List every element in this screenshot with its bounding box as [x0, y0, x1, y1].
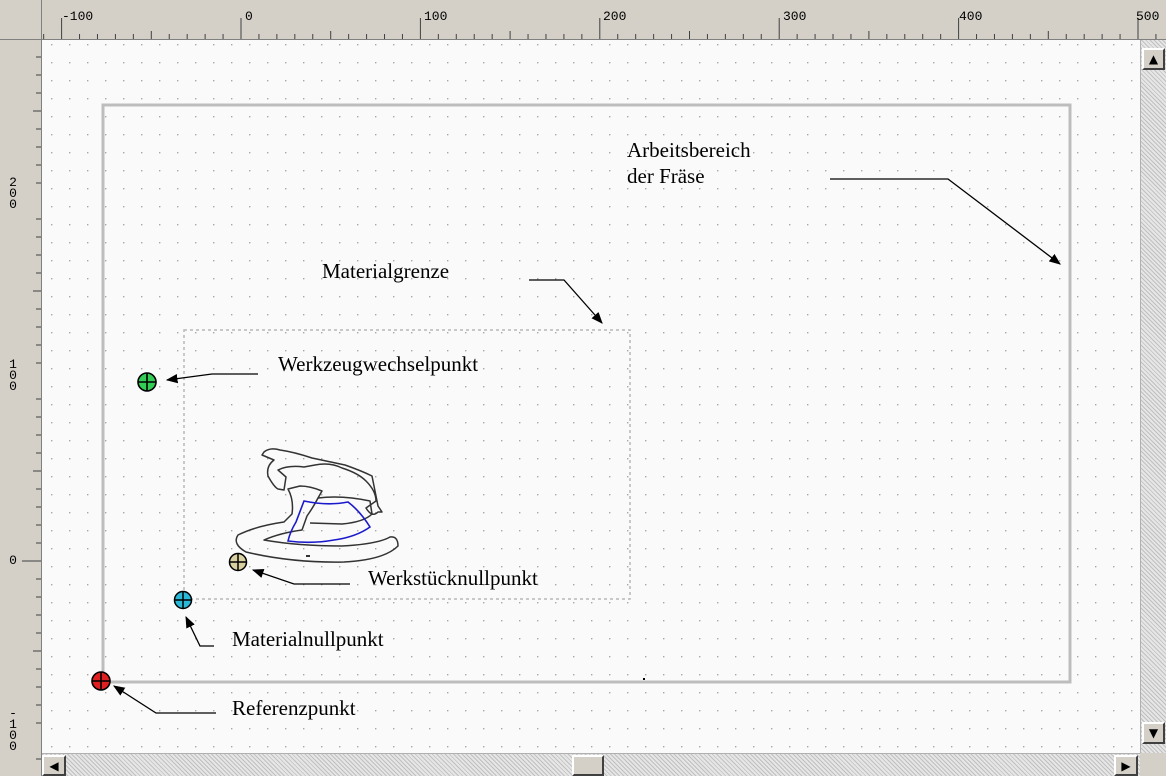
ruler-y-label-0: 0: [9, 553, 17, 568]
workspace-boundary: [101, 103, 1072, 684]
label-werkstuecknullpunkt: Werkstücknullpunkt: [368, 566, 538, 590]
ruler-x-label-500: 500: [1136, 9, 1160, 24]
grid-dots: [42, 40, 1140, 753]
scroll-right-button[interactable]: ▶: [1114, 755, 1138, 776]
horizontal-ruler-ticks: [43, 18, 1157, 39]
vertical-ruler-ticks: [22, 56, 41, 760]
materialnullpunkt-marker[interactable]: [173, 590, 193, 610]
arrow-referenzpunkt: [113, 685, 216, 714]
material-boundary: [183, 329, 631, 600]
ruler-x-label-300: 300: [783, 9, 807, 24]
arrow-down-icon: ▼: [1148, 726, 1159, 740]
arrow-materialnullpunkt: [185, 615, 214, 647]
horizontal-ruler: -100 0 100 200 300 400 500: [42, 0, 1166, 40]
arrow-arbeitsbereich: [830, 178, 1061, 265]
annotation-arrows: [113, 178, 1061, 714]
label-materialgrenze: Materialgrenze: [322, 259, 450, 283]
arrow-werkstuecknullpunkt: [251, 568, 350, 585]
horizontal-scrollbar[interactable]: ◀ ▶: [42, 753, 1140, 776]
arrow-werkzeugwechselpunkt: [165, 373, 258, 384]
ruler-y-label-100: 100: [9, 357, 17, 394]
ruler-x-label-100: 100: [424, 9, 448, 24]
referenzpunkt-marker[interactable]: [91, 671, 111, 691]
ruler-corner: [0, 0, 42, 40]
ruler-x-label-0: 0: [245, 9, 253, 24]
arrow-materialgrenze: [529, 279, 603, 324]
label-referenzpunkt: Referenzpunkt: [232, 696, 356, 720]
ruler-x-label-minus100: -100: [62, 9, 94, 24]
scroll-down-button[interactable]: ▼: [1142, 722, 1165, 744]
label-materialnullpunkt: Materialnullpunkt: [232, 627, 384, 651]
arrow-right-icon: ▶: [1121, 758, 1131, 773]
label-werkzeugwechselpunkt: Werkzeugwechselpunkt: [278, 352, 479, 376]
drawing-canvas[interactable]: Arbeitsbereich der Fräse Materialgrenze …: [42, 40, 1140, 753]
scroll-thumb-horizontal[interactable]: [572, 755, 604, 776]
ruler-y-label-200: 200: [9, 175, 17, 212]
bottom-center-dot: [643, 678, 645, 680]
arrow-up-icon: ▲: [1148, 52, 1159, 66]
scrollbar-corner: [1140, 753, 1166, 776]
arrow-left-icon: ◀: [49, 758, 59, 773]
label-arbeitsbereich: Arbeitsbereich der Fräse: [627, 138, 751, 188]
werkstuecknullpunkt-marker[interactable]: [228, 552, 248, 572]
inner-contour: [287, 500, 372, 544]
ruler-y-label-minus100: -100: [9, 706, 17, 754]
ruler-x-label-400: 400: [959, 9, 983, 24]
scroll-left-button[interactable]: ◀: [42, 755, 66, 776]
vertical-ruler: 200 100 0 -100: [0, 40, 42, 776]
ruler-x-label-200: 200: [603, 9, 627, 24]
rocking-horse-workpiece: [235, 448, 399, 563]
vertical-scrollbar[interactable]: ▲ ▼: [1140, 40, 1166, 753]
werkzeugwechselpunkt-marker[interactable]: [137, 372, 157, 392]
canvas-drawing: [42, 40, 1140, 753]
scroll-up-button[interactable]: ▲: [1142, 48, 1165, 70]
workpiece-origin-dots: [306, 555, 310, 557]
